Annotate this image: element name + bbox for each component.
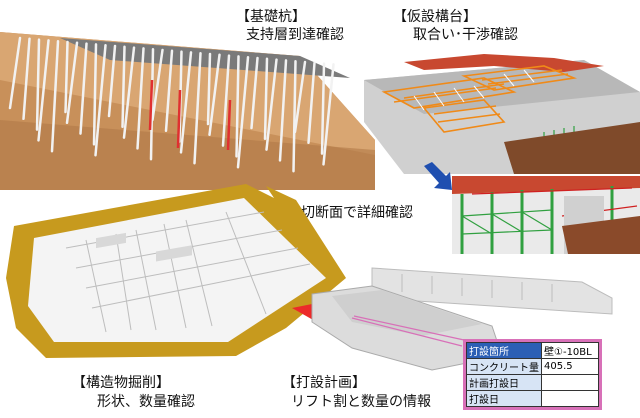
excavation-model-view <box>6 178 360 372</box>
table-row: 計画打設日 <box>466 374 599 391</box>
arrow-icon <box>422 162 454 192</box>
pile-title: 【基礎杭】 <box>236 9 306 25</box>
section-label: 切断面で詳細確認 <box>301 205 413 221</box>
pile-line <box>206 52 212 126</box>
pile-line <box>50 39 60 153</box>
pile-line <box>236 55 250 169</box>
pile-highlight <box>226 99 232 151</box>
pile-line <box>320 62 326 155</box>
pile-line <box>307 61 316 145</box>
pile-line <box>278 59 288 162</box>
pile-line <box>292 59 297 173</box>
table-value: 405.5 <box>541 358 599 375</box>
section-detail-view <box>452 176 640 254</box>
stage-model-view <box>364 52 640 174</box>
pile-line <box>92 43 98 146</box>
pile-line <box>107 44 117 118</box>
pile-line <box>65 41 79 125</box>
pile-line <box>263 57 269 141</box>
pile-subtitle: 支持層到達確認 <box>246 27 344 43</box>
pile-line <box>293 60 307 134</box>
pile-model-view <box>0 20 375 190</box>
pile-line <box>265 58 278 151</box>
pour-title: 【打設計画】 <box>282 375 366 391</box>
pile-line <box>122 46 136 139</box>
table-value <box>541 390 599 407</box>
table-row: コンクリート量 405.5 <box>466 358 599 375</box>
pile-line <box>164 49 174 133</box>
table-value: 壁①-10BL <box>541 342 599 359</box>
pile-highlight <box>148 79 154 131</box>
pile-line <box>151 48 164 122</box>
pile-line <box>193 51 202 165</box>
pile-line <box>221 54 231 147</box>
pile-line <box>64 40 69 114</box>
table-key: 打設箇所 <box>466 342 542 359</box>
table-row: 打設箇所 壁①-10BL <box>466 342 599 359</box>
pour-subtitle: リフト割と数量の情報 <box>291 394 431 410</box>
excavation-title: 【構造物掘削】 <box>72 375 170 391</box>
pile-line <box>208 53 221 137</box>
table-key: コンクリート量 <box>466 358 542 375</box>
pile-highlight <box>176 89 182 149</box>
pile-line <box>8 36 22 110</box>
table-value <box>541 374 599 391</box>
pile-line <box>179 51 193 154</box>
excavation-subtitle: 形状、数量確認 <box>97 394 195 410</box>
table-key: 計画打設日 <box>466 374 542 391</box>
pour-plan-model-view <box>292 266 640 376</box>
stage-subtitle: 取合い･干渉確認 <box>413 27 518 43</box>
stage-title: 【仮設構台】 <box>393 9 477 25</box>
pile-line <box>121 45 126 129</box>
pile-line <box>37 39 50 142</box>
table-key: 打設日 <box>466 390 542 407</box>
pour-info-table: 打設箇所 壁①-10BL コンクリート量 405.5 計画打設日 打設日 <box>463 339 602 410</box>
pile-line <box>322 63 335 166</box>
pile-line <box>250 56 259 130</box>
pile-line <box>79 42 88 135</box>
pile-line <box>235 55 240 158</box>
pile-line <box>35 38 41 131</box>
pile-line <box>94 43 107 157</box>
table-row: 打設日 <box>466 390 599 407</box>
pile-line <box>136 47 145 150</box>
pile-line <box>22 37 31 121</box>
